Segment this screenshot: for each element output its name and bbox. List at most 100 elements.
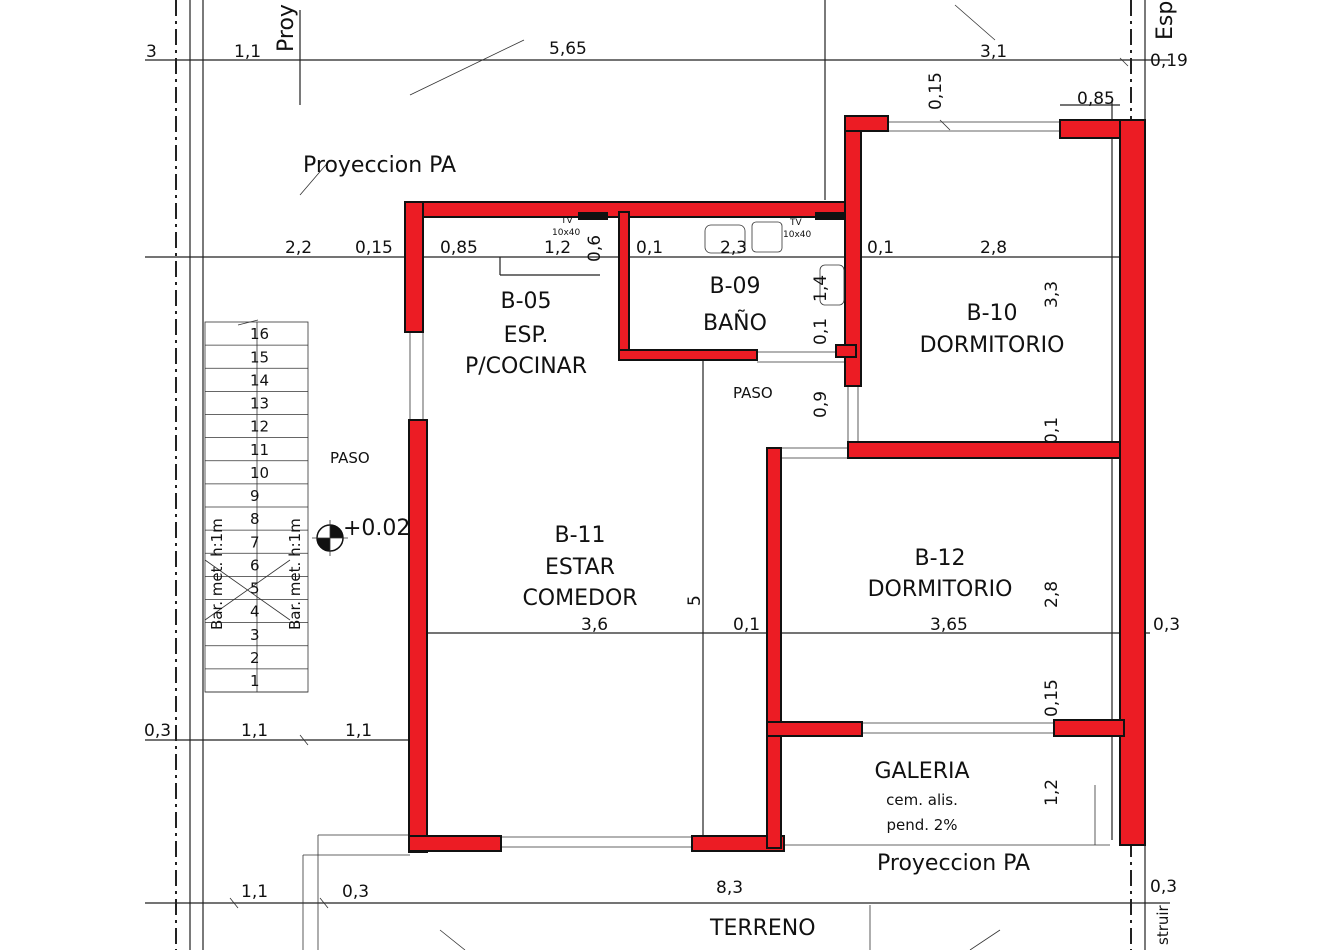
tv-right-size: 10x40 <box>783 230 812 240</box>
dim-r2-2-3: 2,3 <box>720 238 747 258</box>
room-b05-name2: P/COCINAR <box>465 354 587 379</box>
stair-step-number: 13 <box>250 395 269 413</box>
tv-left-icon <box>578 212 608 220</box>
level-marker: +0.02 <box>312 516 410 556</box>
tv-left-label: TV <box>560 216 573 226</box>
stair-step-number: 10 <box>250 464 269 482</box>
room-b10-name: DORMITORIO <box>920 333 1065 358</box>
stair-step-number: 7 <box>250 533 260 551</box>
room-b10-code: B-10 <box>966 301 1017 326</box>
stair-step-number: 2 <box>250 649 260 667</box>
room-b09: B-09 BAÑO <box>703 274 767 336</box>
tv-left-size: 10x40 <box>552 228 581 238</box>
dim-r2-0-6: 0,6 <box>585 235 605 262</box>
dim-top-5-65: 5,65 <box>549 39 587 59</box>
wall-left-upper <box>404 201 424 333</box>
room-b12-name: DORMITORIO <box>868 577 1013 602</box>
dim-mid-0-1: 0,1 <box>733 615 760 635</box>
dim-low-0-3: 0,3 <box>144 721 171 741</box>
room-galeria-note1: cem. alis. <box>886 791 958 809</box>
dim-v-1-4: 1,4 <box>811 275 831 302</box>
stair-step-number: 12 <box>250 418 269 436</box>
dim-r2-0-1b: 0,1 <box>867 238 894 258</box>
dim-low-1-1b: 1,1 <box>345 721 372 741</box>
room-b12: B-12 DORMITORIO <box>868 546 1013 602</box>
stair-step-number: 15 <box>250 348 269 366</box>
dim-v-0-1a: 0,1 <box>811 318 831 345</box>
room-galeria: GALERIA cem. alis. pend. 2% <box>874 759 969 834</box>
stair-step-number: 11 <box>250 441 269 459</box>
wall-galeria-left <box>766 447 782 849</box>
room-b12-code: B-12 <box>914 546 965 571</box>
stair-step-number: 6 <box>250 556 260 574</box>
wall-left-lower <box>408 419 428 853</box>
stair-step-number: 16 <box>250 325 269 343</box>
wall-bano-bottom <box>618 349 758 361</box>
dim-bot-0-3: 0,3 <box>342 882 369 902</box>
dim-low-1-1a: 1,1 <box>241 721 268 741</box>
room-galeria-name: GALERIA <box>874 759 969 784</box>
dim-bot-1-1: 1,1 <box>241 882 268 902</box>
dim-mid-3-6: 3,6 <box>581 615 608 635</box>
room-b11: B-11 ESTAR COMEDOR <box>522 523 637 611</box>
room-b11-name2: COMEDOR <box>522 586 637 611</box>
tv-symbols: TV 10x40 TV 10x40 <box>552 212 845 240</box>
paso-left-label: PASO <box>330 449 370 467</box>
wall-top-long <box>404 201 861 218</box>
bathroom-fixtures <box>704 221 845 306</box>
dim-r2-0-1a: 0,1 <box>636 238 663 258</box>
dim-v-5: 5 <box>685 595 705 606</box>
room-b05: B-05 ESP. P/COCINAR <box>465 289 587 379</box>
dim-mid-0-3: 0,3 <box>1153 615 1180 635</box>
room-b11-name: ESTAR <box>545 555 615 580</box>
paso-mid-label: PASO <box>733 384 773 402</box>
wall-galeria-right <box>1053 719 1125 737</box>
dim-v-1-2: 1,2 <box>1042 779 1062 806</box>
stair-step-number: 9 <box>250 487 260 505</box>
terreno-label: TERRENO <box>709 916 816 941</box>
stair-step-number: 5 <box>250 580 260 598</box>
stair-step-number: 3 <box>250 626 260 644</box>
stair-step-number: 1 <box>250 672 260 690</box>
esp-top-label: Esp <box>1153 1 1178 40</box>
baranda-right-label: Bar. met. h:1m <box>286 518 304 630</box>
wall-galeria-top <box>766 721 863 737</box>
wall-b10-small <box>835 344 857 358</box>
room-galeria-note2: pend. 2% <box>886 816 957 834</box>
wall-bottom-mid <box>691 835 785 852</box>
dim-top-0-85: 0,85 <box>1077 89 1115 109</box>
level-mark-text: +0.02 <box>343 516 410 541</box>
room-b09-name: BAÑO <box>703 309 767 336</box>
window-lines <box>409 121 1060 848</box>
wall-b10-bottom <box>847 441 1121 459</box>
room-b05-name: ESP. <box>504 323 549 348</box>
dim-v-0-15: 0,15 <box>1042 679 1062 717</box>
dim-v-3-3: 3,3 <box>1042 281 1062 308</box>
room-b05-code: B-05 <box>500 289 551 314</box>
dim-top-3: 3 <box>146 42 157 62</box>
struir-label: struir <box>1154 904 1172 945</box>
proyeccion-pa-bottom: Proyeccion PA <box>877 851 1030 876</box>
dim-bot-8-3: 8,3 <box>716 878 743 898</box>
room-b09-code: B-09 <box>709 274 760 299</box>
dimension-lines <box>145 0 1170 909</box>
room-b11-code: B-11 <box>554 523 605 548</box>
dim-top-3-1: 3,1 <box>980 42 1007 62</box>
proy-top-label: Proy <box>274 4 299 52</box>
tv-right-label: TV <box>789 218 802 228</box>
dim-v-2-8: 2,8 <box>1042 581 1062 608</box>
wall-right-main <box>1119 119 1146 846</box>
stair-step-number: 14 <box>250 371 269 389</box>
room-b10: B-10 DORMITORIO <box>920 301 1065 358</box>
wall-bottom-left <box>408 835 502 852</box>
proyeccion-pa-top: Proyeccion PA <box>303 153 456 178</box>
dim-r2-2-8: 2,8 <box>980 238 1007 258</box>
dim-r2-0-15: 0,15 <box>355 238 393 258</box>
dim-r2-1-2: 1,2 <box>544 238 571 258</box>
stair-step-number: 8 <box>250 510 260 528</box>
left-boundary-lines <box>175 0 204 950</box>
wall-b10-top <box>844 115 889 132</box>
dim-top-0-15: 0,15 <box>926 72 946 110</box>
dim-bot-0-3r: 0,3 <box>1150 877 1177 897</box>
